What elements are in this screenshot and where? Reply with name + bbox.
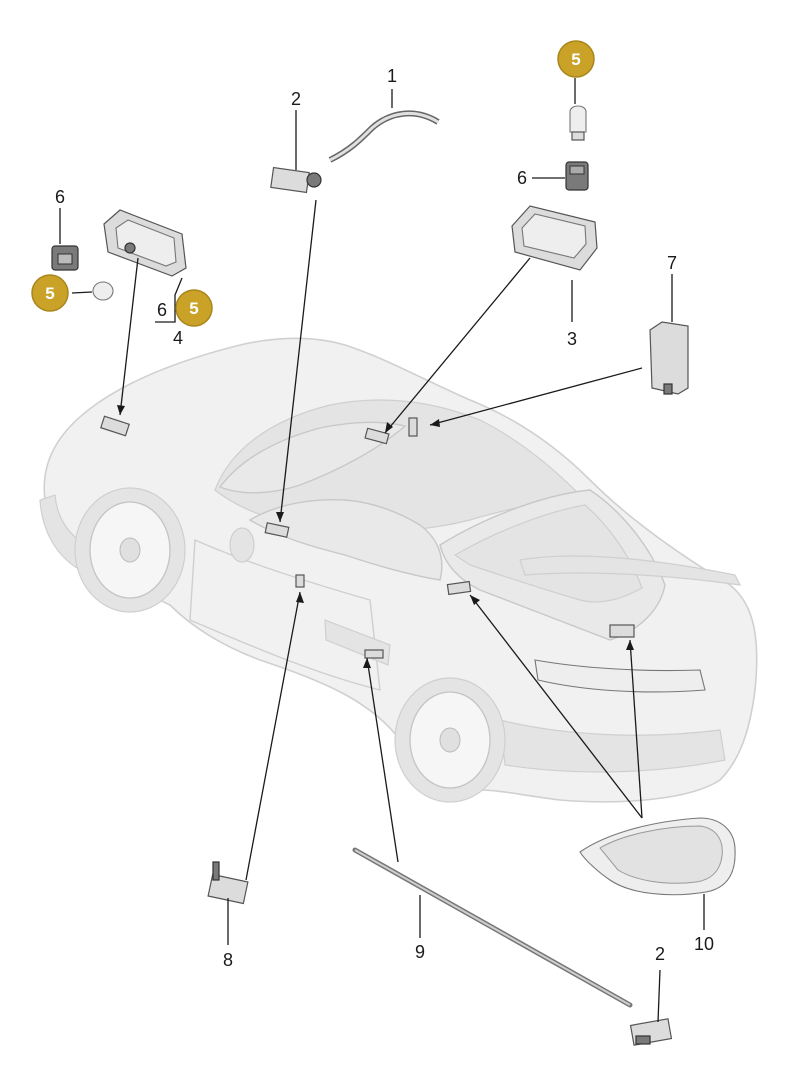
car-illustration [39,337,758,803]
part-10-lamp [579,817,736,896]
part-4-light-housing [103,209,187,277]
callout-2-bottom: 2 [655,944,665,964]
leader-lines [59,78,705,1023]
callout-1: 1 [387,66,397,86]
part-5-bulb-top [569,105,587,141]
callout-2-top: 2 [291,89,301,109]
part-6-socket-left [51,245,79,271]
part-2-connector-bottom [629,1018,673,1046]
part-8-sensor [207,861,249,905]
callout-6-left: 6 [55,187,65,207]
callout-3: 3 [567,329,577,349]
callout-6-middle: 6 [157,300,167,320]
part-3-light-housing [511,205,598,271]
callout-7: 7 [667,253,677,273]
svg-text:5: 5 [45,284,54,303]
callout-9: 9 [415,942,425,962]
callout-4: 4 [173,328,183,348]
badge-5-top: 5 [557,40,595,78]
svg-text:5: 5 [189,299,198,318]
part-7-control-module [649,321,689,395]
callout-10: 10 [694,934,714,954]
part-5-bulb-left [92,281,114,301]
part-6-socket-top [565,161,589,191]
part-2-connector-top [270,166,322,194]
callout-8: 8 [223,950,233,970]
svg-text:5: 5 [571,50,580,69]
badge-5-middle: 5 [175,289,213,327]
callout-6-top: 6 [517,168,527,188]
badge-5-left: 5 [31,274,69,312]
